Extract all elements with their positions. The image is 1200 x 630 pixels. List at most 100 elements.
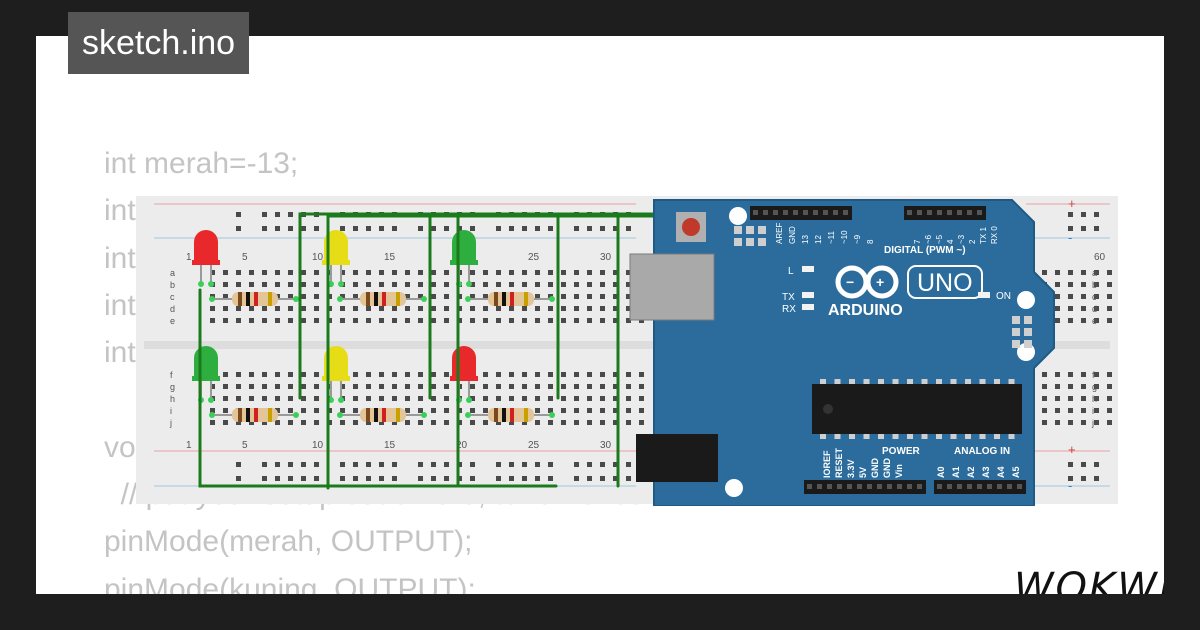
breadboard-hole: [1055, 420, 1060, 425]
breadboard-hole: [548, 396, 553, 401]
breadboard-hole: [431, 372, 436, 377]
header-pin: [783, 210, 788, 215]
breadboard-hole: [340, 294, 345, 299]
reset-button[interactable]: [682, 218, 700, 236]
breadboard-hole: [613, 270, 618, 275]
breadboard-hole: [496, 282, 501, 287]
breadboard-hole: [496, 318, 501, 323]
breadboard-hole: [392, 462, 397, 467]
rail-minus-label: -: [1068, 230, 1072, 245]
breadboard-hole: [392, 226, 397, 231]
breadboard-hole: [223, 294, 228, 299]
breadboard-hole: [470, 420, 475, 425]
header-pin: [917, 484, 922, 489]
led-body: [194, 230, 218, 262]
breadboard-hole: [548, 476, 553, 481]
breadboard-hole: [1068, 420, 1073, 425]
breadboard-hole: [418, 384, 423, 389]
breadboard-hole: [587, 226, 592, 231]
breadboard-hole: [470, 408, 475, 413]
breadboard-hole: [444, 396, 449, 401]
breadboard-hole: [418, 282, 423, 287]
breadboard-hole: [431, 420, 436, 425]
breadboard-hole: [340, 462, 345, 467]
header-pin: [867, 484, 872, 489]
breadboard-hole: [379, 384, 384, 389]
breadboard-hole: [392, 372, 397, 377]
breadboard-hole: [509, 372, 514, 377]
breadboard-hole: [418, 396, 423, 401]
breadboard-hole: [275, 384, 280, 389]
icsp-pin: [1012, 340, 1020, 348]
analog-label: ANALOG IN: [954, 446, 1010, 457]
breadboard-hole: [548, 408, 553, 413]
breadboard-hole: [1094, 408, 1099, 413]
breadboard-hole: [1068, 306, 1073, 311]
header-pin: [897, 484, 902, 489]
header-pin: [997, 484, 1002, 489]
header-pin: [847, 484, 852, 489]
chip-pin: [863, 434, 870, 439]
column-number: 25: [528, 252, 540, 263]
digital-pin-label: TX 1: [979, 227, 988, 244]
code-line: pinMode(merah, OUTPUT);: [104, 525, 473, 559]
breadboard-hole: [1107, 372, 1112, 377]
breadboard-hole: [496, 372, 501, 377]
icsp-pin: [746, 226, 754, 234]
chip-pin: [849, 434, 855, 439]
resistor: [209, 408, 299, 422]
breadboard-hole: [353, 282, 358, 287]
code-line: voi: [104, 430, 143, 464]
column-number: 30: [600, 440, 612, 451]
breadboard-hole: [470, 462, 475, 467]
breadboard-hole: [353, 270, 358, 275]
breadboard-hole: [626, 396, 631, 401]
breadboard-hole: [379, 476, 384, 481]
led-red: [192, 230, 220, 287]
breadboard-hole: [431, 282, 436, 287]
row-letter: c: [1092, 292, 1097, 302]
icsp-pin: [734, 238, 742, 246]
wires: [198, 209, 968, 490]
led-body: [324, 230, 348, 262]
breadboard-hole: [470, 306, 475, 311]
breadboard-hole: [639, 420, 644, 425]
breadboard-hole: [574, 384, 579, 389]
resistor-band: [524, 408, 528, 422]
breadboard-hole: [496, 420, 501, 425]
breadboard-hole: [522, 396, 527, 401]
led-rim: [192, 260, 220, 265]
breadboard-hole: [444, 476, 449, 481]
breadboard-hole: [561, 306, 566, 311]
header-pin: [813, 210, 818, 215]
pin-dot: [209, 412, 215, 418]
power-pin-label: GND: [870, 458, 880, 479]
breadboard-hole: [379, 318, 384, 323]
breadboard-hole: [418, 306, 423, 311]
chip-pin: [965, 434, 971, 439]
breadboard-hole: [405, 270, 410, 275]
resistor-band: [510, 408, 514, 422]
breadboard-hole: [301, 476, 306, 481]
digital-pin-label: 7: [913, 239, 922, 244]
breadboard-hole: [366, 372, 371, 377]
breadboard-hole: [249, 318, 254, 323]
breadboard-hole: [314, 462, 319, 467]
breadboard-hole: [1081, 226, 1086, 231]
power-jack: [636, 434, 718, 482]
indicator-rx-led: [802, 304, 814, 310]
pin-dot: [338, 397, 344, 403]
breadboard-hole: [275, 212, 280, 217]
digital-pin-label: ~11: [827, 230, 836, 244]
file-tab[interactable]: sketch.ino: [68, 12, 250, 74]
power-pin-label: IOREF: [822, 450, 832, 478]
breadboard-hole: [288, 384, 293, 389]
breadboard-hole: [236, 318, 241, 323]
breadboard-hole: [275, 270, 280, 275]
resistor-band: [494, 408, 498, 422]
breadboard-hole: [1094, 420, 1099, 425]
breadboard-hole: [535, 372, 540, 377]
breadboard-hole: [626, 294, 631, 299]
breadboard-hole: [431, 408, 436, 413]
